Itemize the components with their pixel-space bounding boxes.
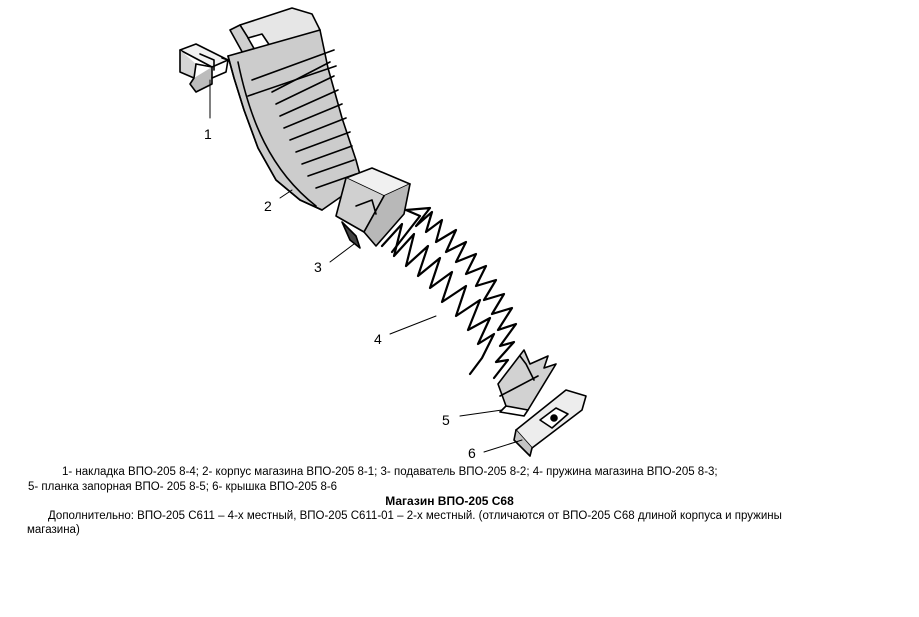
note-line-2: магазина) (27, 524, 80, 536)
leader-lines (209, 79, 523, 453)
callout-3: 3 (314, 259, 322, 275)
part-1-clip-drawing (179, 43, 229, 93)
callout-1: 1 (204, 126, 212, 142)
parts-legend-line-1: 1- накладка ВПО-205 8-4; 2- корпус магаз… (62, 466, 718, 478)
callout-2: 2 (264, 198, 272, 214)
part-4-spring-drawing (380, 206, 518, 380)
exploded-view-drawing: 1 2 3 4 5 6 (179, 7, 587, 461)
part-5-locking-plate-drawing (497, 349, 557, 417)
callout-6: 6 (468, 445, 476, 461)
part-2-magazine-body-drawing (227, 7, 363, 211)
part-6-cover-drawing (513, 389, 587, 457)
note-line-1: Дополнительно: ВПО-205 С611 – 4-х местны… (48, 510, 782, 522)
callout-5: 5 (442, 412, 450, 428)
callout-4: 4 (374, 331, 382, 347)
part-3-follower-drawing (335, 167, 411, 249)
parts-legend-line-2: 5- планка запорная ВПО- 205 8-5; 6- крыш… (28, 481, 338, 493)
diagram-title: Магазин ВПО-205 С68 (385, 494, 514, 508)
